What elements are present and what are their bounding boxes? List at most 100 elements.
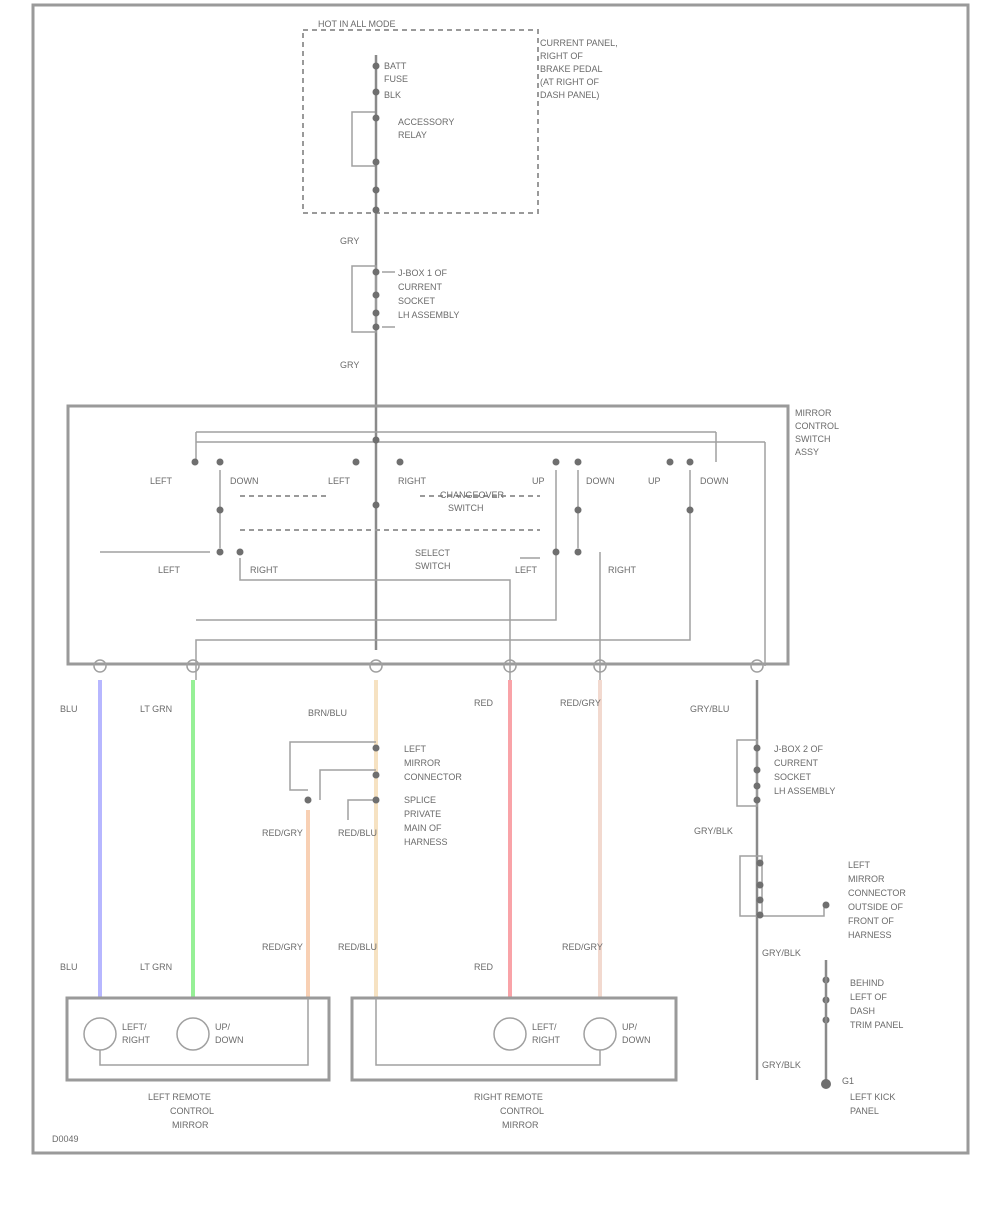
remote-switch-label-3: SWITCH [795,434,831,444]
fuse-location-2: RIGHT OF [540,51,583,61]
left-mirror-motor-b-2: DOWN [215,1035,244,1045]
junction-dot [372,744,380,752]
junction-upper-box [351,265,377,333]
fuse-block-header: HOT IN ALL MODE [318,19,396,29]
mid-junction-label-1: LEFT [404,744,427,754]
ground-label-1: BEHIND [850,978,885,988]
ground-connector-label-1: LEFT [848,860,871,870]
switch-contact [372,501,380,509]
switch-terminal [369,659,383,673]
junction-dot [304,796,312,804]
changeover-dash [240,495,540,531]
contact-label-down: DOWN [230,476,259,486]
wire-label-gry-2: GRY [340,360,359,370]
switch-terminal [93,659,107,673]
select-switch-label-1: SELECT [415,548,451,558]
relay-box [351,111,377,167]
junction-dot [372,186,380,194]
wire-label-redblu: RED/BLU [338,828,377,838]
switch-internal-2 [239,557,540,680]
junction-upper-label-4: LH ASSEMBLY [398,310,459,320]
ground-connector-link [762,905,825,917]
junction-upper-label-1: J-BOX 1 OF [398,268,448,278]
changeover-label-2: SWITCH [448,503,484,513]
remote-switch-label-1: MIRROR [795,408,832,418]
remote-switch-label-4: ASSY [795,447,819,457]
junction-dot [372,206,380,214]
mid-junction-wires [289,741,376,820]
switch-internal [100,470,691,680]
junction-dot [372,114,380,122]
fuse-line-1: BATT [384,61,407,71]
switch-contact [191,458,199,466]
mid-junction-label-3: CONNECTOR [404,772,462,782]
left-mirror-motor-a-1: LEFT/ [122,1022,147,1032]
relay-label-2: RELAY [398,130,427,140]
contact-label-left: LEFT [150,476,173,486]
switch-contact [574,506,582,514]
left-mirror-label-3: MIRROR [172,1120,209,1130]
wire-label-ltgrn-2: LT GRN [140,962,172,972]
junction-upper-label-2: CURRENT [398,282,443,292]
wire-label-gryblk-1: GRY/BLK [694,826,733,836]
ground-junction-label-4: LH ASSEMBLY [774,786,835,796]
wire-label-blu: BLU [60,704,78,714]
right-mirror-box [350,996,678,1082]
mid-junction-label-6: MAIN OF [404,823,442,833]
junction-dot [372,268,380,276]
left-mirror-box [65,996,331,1082]
junction-dot [756,881,764,889]
motor-up-down-icon [583,1017,617,1051]
ground-label-2: LEFT OF [850,992,887,1002]
contact-label-up-2: UP [648,476,661,486]
switch-contact [686,506,694,514]
switch-contact [396,458,404,466]
switch-contact [666,458,674,466]
left-mirror-label-1: LEFT REMOTE [148,1092,211,1102]
ground-name-2: PANEL [850,1106,879,1116]
switch-contact [216,548,224,556]
mid-junction-label-7: HARNESS [404,837,448,847]
junction-dot [822,901,830,909]
remote-switch-box [66,404,790,666]
left-mirror-motor-a-2: RIGHT [122,1035,151,1045]
fuse-block [302,29,539,214]
ground-ref: G1 [842,1076,854,1086]
wire-label-gryblk-2: GRY/BLK [762,948,801,958]
switch-terminal [750,659,764,673]
right-mirror-motor-b-1: UP/ [622,1022,638,1032]
switch-terminal [593,659,607,673]
junction-dot [753,766,761,774]
right-mirror-label-1: RIGHT REMOTE [474,1092,543,1102]
wire-label-ltgrn: LT GRN [140,704,172,714]
mid-junction-label-4: SPLICE [404,795,436,805]
junction-dot [372,62,380,70]
right-mirror-label-2: CONTROL [500,1106,544,1116]
wire-label-red: RED [474,698,494,708]
switch-terminal [186,659,200,673]
wire-label-red-2: RED [474,962,494,972]
switch-contact [574,548,582,556]
leader-line [382,271,395,328]
switch-contact [352,458,360,466]
diagram-id: D0049 [52,1134,79,1144]
fuse-location-3: BRAKE PEDAL [540,64,603,74]
select-right-label: RIGHT [250,565,279,575]
switch-contact [574,458,582,466]
wire-label-brnblu: BRN/BLU [308,708,347,718]
select-left-label: LEFT [158,565,181,575]
switch-contact [552,458,560,466]
switch-contact [216,458,224,466]
contact-label-left-2: LEFT [328,476,351,486]
switch-contact [236,548,244,556]
junction-dot [756,859,764,867]
ground-name-1: LEFT KICK [850,1092,895,1102]
wire-label-gry-1: GRY [340,236,359,246]
ground-label-3: DASH [850,1006,875,1016]
select-left-label-2: LEFT [515,565,538,575]
junction-dot [756,911,764,919]
ground-junction-box [736,739,758,807]
fuse-location-5: DASH PANEL) [540,90,599,100]
right-mirror-motor-a-1: LEFT/ [532,1022,557,1032]
contact-label-right: RIGHT [398,476,427,486]
